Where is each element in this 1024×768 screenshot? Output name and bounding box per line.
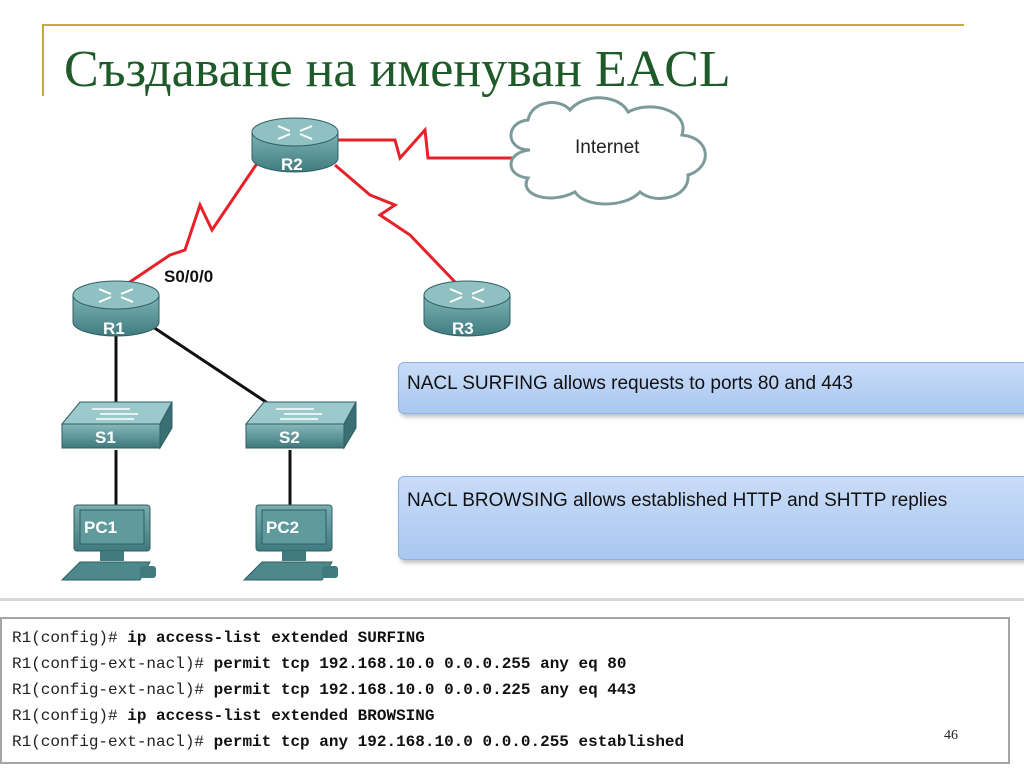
router-r2[interactable]: R2 xyxy=(251,117,339,174)
router-r1-label: R1 xyxy=(103,319,125,338)
switch-s1-label: S1 xyxy=(95,428,116,447)
section-divider xyxy=(0,598,1024,601)
switch-s2-label: S2 xyxy=(279,428,300,447)
router-r2-label: R2 xyxy=(281,155,303,174)
note-browsing-text: NACL BROWSING allows established HTTP an… xyxy=(407,490,948,511)
cli-command: permit tcp any 192.168.10.0 0.0.0.255 es… xyxy=(213,733,685,751)
router-r3[interactable]: R3 xyxy=(423,280,511,338)
cli-line: R1(config-ext-nacl)# permit tcp 192.168.… xyxy=(12,651,998,677)
network-diagram: Internet R2 R1 R3 S0/0/0 xyxy=(60,96,707,581)
cli-command: ip access-list extended SURFING xyxy=(127,629,425,647)
cli-command: ip access-list extended BROWSING xyxy=(127,707,435,725)
cli-prompt: R1(config)# xyxy=(12,707,128,725)
serial-link-r2-internet xyxy=(335,126,512,162)
cli-line: R1(config-ext-nacl)# permit tcp 192.168.… xyxy=(12,677,998,703)
frame-top-rule xyxy=(42,24,964,26)
pc-pc1[interactable]: PC1 xyxy=(60,504,156,581)
router-r3-label: R3 xyxy=(452,319,474,338)
cli-line: R1(config)# ip access-list extended BROW… xyxy=(12,703,998,729)
switch-s2[interactable]: S2 xyxy=(244,401,357,450)
serial-link-r2-r3 xyxy=(334,163,457,284)
cloud-label: Internet xyxy=(575,137,640,158)
note-browsing: NACL BROWSING allows established HTTP an… xyxy=(398,476,1024,560)
link-r1-s2 xyxy=(149,323,279,412)
slide-title: Създаване на именуван EACL xyxy=(64,41,731,98)
page-number: 46 xyxy=(944,728,958,743)
cli-command: permit tcp 192.168.10.0 0.0.0.225 any eq… xyxy=(213,681,637,699)
cli-prompt: R1(config)# xyxy=(12,629,128,647)
cli-prompt: R1(config-ext-nacl)# xyxy=(12,681,214,699)
internet-cloud: Internet xyxy=(509,96,707,206)
router-arrows-icon xyxy=(98,288,134,303)
note-surfing: NACL SURFING allows requests to ports 80… xyxy=(398,362,1024,414)
router-arrows-icon xyxy=(277,125,313,140)
interface-label: S0/0/0 xyxy=(164,267,213,286)
pc1-label: PC1 xyxy=(84,518,117,537)
cli-line: R1(config-ext-nacl)# permit tcp any 192.… xyxy=(12,729,998,755)
cli-prompt: R1(config-ext-nacl)# xyxy=(12,655,214,673)
serial-link-r1-r2 xyxy=(117,161,260,292)
switch-arrows-icon xyxy=(92,408,138,420)
switch-s1[interactable]: S1 xyxy=(60,401,173,450)
router-arrows-icon xyxy=(449,288,485,303)
cli-line: R1(config)# ip access-list extended SURF… xyxy=(12,625,998,651)
note-surfing-text: NACL SURFING allows requests to ports 80… xyxy=(407,373,853,394)
cli-command: permit tcp 192.168.10.0 0.0.0.255 any eq… xyxy=(213,655,627,673)
pc-pc2[interactable]: PC2 xyxy=(242,504,338,581)
cli-prompt: R1(config-ext-nacl)# xyxy=(12,733,214,751)
pc2-label: PC2 xyxy=(266,518,299,537)
switch-arrows-icon xyxy=(276,408,322,420)
router-r1[interactable]: R1 xyxy=(72,280,160,338)
frame-left-rule xyxy=(42,24,44,96)
cli-config-box: R1(config)# ip access-list extended SURF… xyxy=(0,617,1010,764)
